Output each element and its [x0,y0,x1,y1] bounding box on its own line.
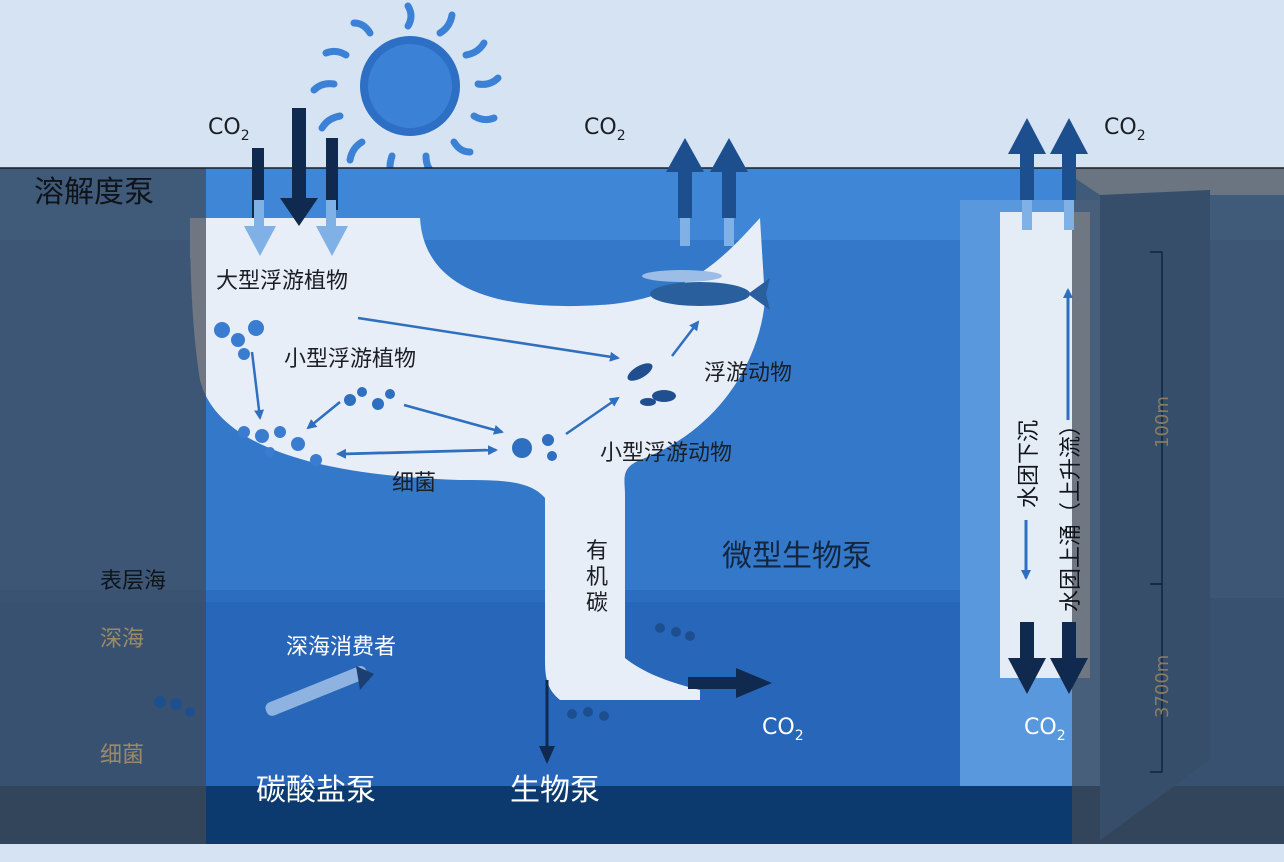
deep-bacteria-label: 细菌 [100,743,144,768]
organic-carbon-label: 有 机 碳 [586,539,615,616]
microbial-pump-label: 微型生物泵 [722,539,872,574]
bacteria-label: 细菌 [392,471,436,496]
respiration-arrow [688,668,772,698]
depth-scale [1150,251,1163,773]
co2-label-deep: CO2 [762,715,804,744]
co2-label-left: CO2 [208,115,250,144]
dim-overlay-right [1072,168,1284,844]
carbon-flow-channel [190,218,765,700]
biological-pump-label: 生物泵 [510,773,600,808]
small-zooplankton-label: 小型浮游动物 [600,441,732,466]
surface-ocean-label: 表层海 [100,569,166,594]
fish-icon [642,270,770,310]
zooplankton-icon [627,363,676,406]
downwelling-label: 水团下沉 [1017,420,1042,508]
sinking-carbon-arrow [539,680,555,764]
depth-3700m-label: 3700m [1152,655,1173,718]
carbonate-pump-label: 碳酸盐泵 [256,773,376,808]
microbe-icon [512,434,557,461]
small-phytoplankton-icon [344,387,395,410]
phytoplankton-icon [214,320,264,360]
upwelling-label: 水团上涌（上升流） [1059,414,1084,612]
co2-outgassing-arrows [666,138,748,246]
large-phytoplankton-label: 大型浮游植物 [216,269,348,294]
solubility-pump-label: 溶解度泵 [34,175,154,210]
deep-consumers-label: 深海消费者 [286,635,396,660]
co2-label-right: CO2 [1104,115,1146,144]
co2-label-middle: CO2 [584,115,626,144]
upwelling-arrows [1008,118,1088,420]
co2-absorption-arrows [244,108,348,256]
bacteria-cluster-icon [238,426,322,466]
food-web-arrows [250,316,700,459]
sky-background [0,0,1284,168]
deep-bacteria-icon [154,623,695,721]
seafloor [0,786,1284,844]
sun-icon [310,2,502,180]
co2-label-column: CO2 [1024,715,1066,744]
zooplankton-label: 浮游动物 [704,361,792,386]
deep-consumer-icon [265,666,374,716]
deep-ocean-label: 深海 [100,627,144,652]
small-phytoplankton-label: 小型浮游植物 [284,347,416,372]
depth-100m-label: 100m [1152,396,1173,448]
downwelling-arrows [1008,520,1088,694]
dim-overlay-left [0,168,206,844]
